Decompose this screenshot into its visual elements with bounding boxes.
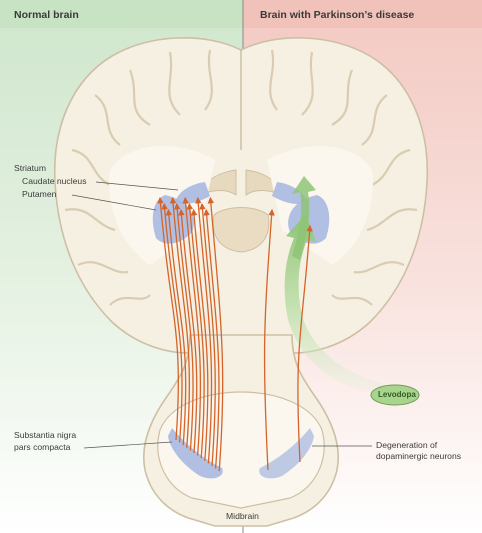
pathway-fibre-normal: [182, 196, 202, 456]
midbrain-label: Midbrain: [226, 511, 259, 521]
leader-putamen: [71, 194, 157, 211]
pathway-fibre-normal: [195, 196, 213, 464]
caudate-nucleus-right: [272, 182, 307, 204]
levodopa-label: Levodopa: [378, 390, 416, 399]
substantia-nigra-left: [168, 428, 223, 479]
putamen-label: Putamen: [22, 189, 57, 199]
pathway-fibre-normal: [190, 208, 209, 461]
substantia-nigra-label-line1: Substantia nigra: [14, 430, 77, 440]
right-header-bar: [243, 0, 482, 28]
levodopa-arrow-branch: [292, 176, 316, 260]
striatum-label: Striatum: [14, 163, 46, 173]
degeneration-label-line1: Degeneration of: [376, 440, 438, 450]
pathway-fibre-normal: [174, 202, 194, 451]
left-panel-title: Normal brain: [14, 9, 79, 21]
levodopa-arrow: [284, 214, 384, 395]
pathway-fibre-normal: [186, 202, 205, 459]
cortex-folds-left: [64, 49, 213, 306]
levodopa-pill: [370, 384, 420, 406]
pathway-fibre-normal: [161, 202, 183, 443]
dopaminergic-pathways: [157, 196, 313, 472]
substantia-nigra-label-line2: pars compacta: [14, 442, 71, 452]
pathway-fibre-normal: [169, 196, 191, 448]
pathway-fibre-normal: [157, 196, 180, 441]
substantia-nigra-right: [259, 428, 314, 479]
pathway-fibre-parkinson: [263, 208, 275, 471]
caudate-nucleus-label: Caudate nucleus: [22, 176, 87, 186]
right-panel-title: Brain with Parkinson’s disease: [260, 9, 415, 21]
left-header-bar: [0, 0, 243, 28]
degeneration-label-line2: dopaminergic neurons: [376, 451, 462, 461]
leader-caudate: [95, 181, 179, 191]
pathway-fibre-normal: [178, 208, 198, 454]
cortex-folds-right: [269, 49, 418, 306]
leader-substantia-nigra: [83, 441, 173, 449]
pathway-fibre-normal: [207, 196, 224, 472]
pathway-fibre-normal: [203, 208, 220, 469]
pathway-fibre-normal: [199, 202, 216, 467]
thalamus: [212, 207, 270, 253]
pathway-fibre-normal: [165, 208, 187, 446]
pathway-fibre-parkinson: [297, 224, 313, 463]
